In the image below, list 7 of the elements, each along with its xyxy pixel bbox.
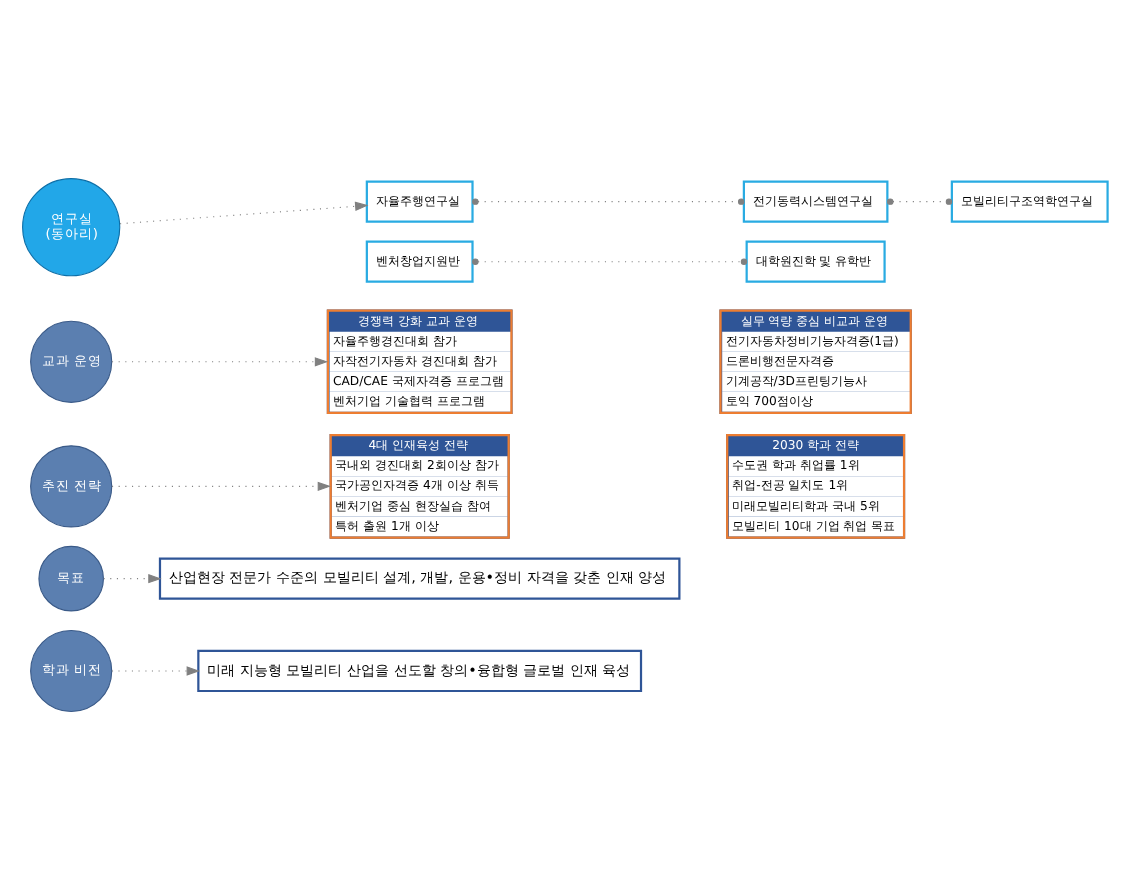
arrow bbox=[111, 481, 332, 492]
arrow bbox=[119, 201, 369, 225]
connector bbox=[887, 198, 953, 205]
connector bbox=[472, 198, 745, 205]
arrow bbox=[111, 357, 329, 367]
arrow bbox=[103, 574, 162, 584]
arrow bbox=[111, 666, 200, 676]
